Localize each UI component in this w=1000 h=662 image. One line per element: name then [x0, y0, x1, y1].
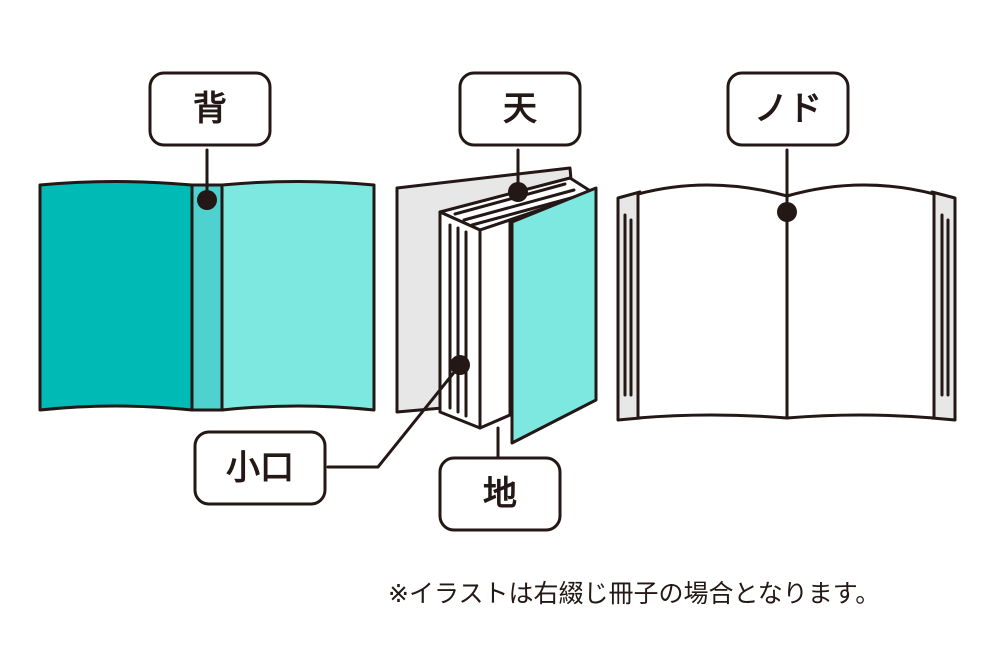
front-cover	[510, 186, 598, 445]
label-gutter: ノド	[726, 71, 850, 147]
label-gutter-text: ノド	[754, 89, 822, 129]
label-spine-text: 背	[193, 89, 227, 129]
spine-marker-dot	[197, 190, 217, 210]
cover-illustration	[38, 148, 376, 412]
cover-front-panel	[220, 180, 376, 412]
gutter-marker-dot	[777, 202, 797, 222]
label-bottom-edge-text: 地	[483, 474, 517, 514]
label-fore-edge-text: 小口	[226, 448, 294, 488]
label-spine: 背	[148, 71, 272, 147]
page-line	[453, 182, 567, 216]
footnote: ※イラストは右綴じ冊子の場合となります。	[388, 579, 881, 608]
cover-back-panel	[38, 180, 194, 412]
page-block-fore-edge	[438, 210, 482, 430]
label-bottom-edge: 地	[438, 456, 562, 532]
page-block-side	[478, 218, 512, 430]
left-page	[636, 183, 789, 420]
fore-edge-leader-line	[326, 363, 462, 469]
cover-spine-strip	[190, 183, 224, 412]
standing-book-illustration	[326, 148, 598, 469]
label-top-edge: 天	[458, 71, 582, 147]
label-top-edge-text: 天	[503, 89, 537, 129]
label-fore-edge: 小口	[193, 430, 327, 506]
open-book-illustration	[616, 148, 957, 422]
page-line	[462, 188, 576, 222]
right-page	[785, 183, 936, 420]
top-edge-marker-dot	[508, 182, 528, 202]
